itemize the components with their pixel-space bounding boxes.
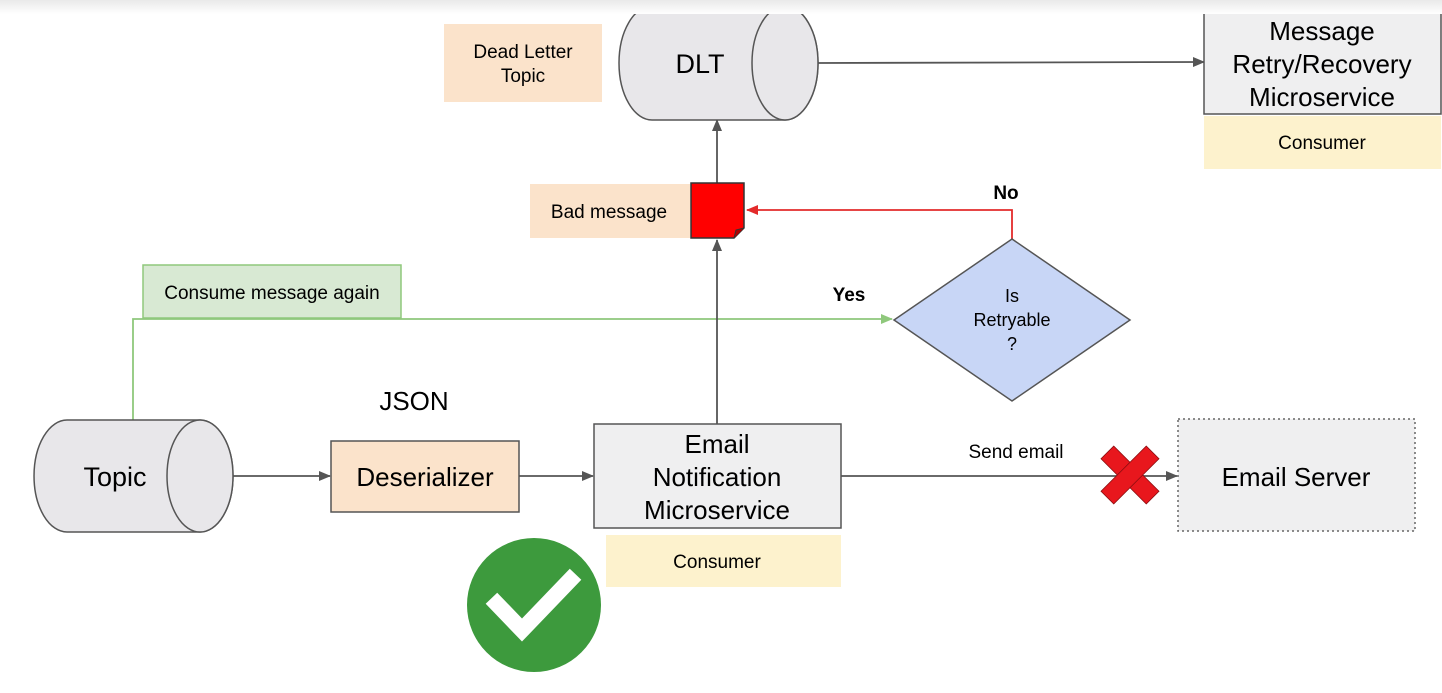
deserializer-label: Deserializer: [356, 462, 494, 492]
topic-label: Topic: [83, 462, 146, 492]
email-service-line-3: Microservice: [644, 495, 790, 525]
retry-service-line-1: Message: [1269, 16, 1375, 46]
x-mark-icon: [1100, 445, 1160, 505]
dlt-label: DLT: [675, 49, 724, 79]
email-service-line-2: Notification: [653, 462, 782, 492]
json-label: JSON: [379, 386, 448, 416]
email-consumer-text: Consumer: [673, 552, 761, 573]
send-email-label: Send email: [968, 442, 1063, 463]
consume-again-label: Consume message again: [142, 264, 402, 319]
retryable-line-2: Retryable: [973, 310, 1050, 330]
email-server-box: Email Server: [1177, 418, 1416, 532]
deserializer-box: Deserializer: [330, 440, 520, 513]
retryable-line-3: ?: [1007, 334, 1017, 354]
retryable-line-1: Is: [1005, 286, 1019, 306]
not-retryable-arrow: [746, 205, 1013, 239]
retry-consumer-label: Consumer: [1204, 116, 1441, 169]
is-retryable-decision: Is Retryable ?: [892, 238, 1132, 402]
dead-letter-topic-label: Dead Letter Topic: [444, 24, 602, 102]
connectors: [132, 57, 1205, 481]
bad-message-text: Bad message: [551, 202, 667, 223]
document-icon: [690, 182, 745, 239]
consume-again-text: Consume message again: [164, 283, 379, 304]
retry-recovery-service: Message Retry/Recovery Microservice: [1203, 9, 1442, 115]
top-shadow: [0, 0, 1442, 14]
topic-cylinder: Topic: [33, 419, 234, 533]
email-notification-service: Email Notification Microservice: [593, 423, 842, 529]
retry-service-line-3: Microservice: [1249, 82, 1395, 112]
email-server-label: Email Server: [1222, 462, 1371, 492]
dead-letter-line-2: Topic: [501, 66, 545, 87]
retry-service-line-2: Retry/Recovery: [1232, 49, 1411, 79]
email-service-line-1: Email: [684, 429, 749, 459]
consume-again-arrow: [132, 314, 893, 420]
dlt-cylinder: DLT: [618, 5, 819, 121]
dead-letter-line-1: Dead Letter: [473, 42, 573, 63]
no-label: No: [993, 183, 1018, 204]
dlt-to-retry-service-arrow: [817, 57, 1205, 68]
check-circle-icon: [467, 538, 601, 672]
bad-message-label: Bad message: [530, 184, 690, 238]
yes-label: Yes: [833, 285, 866, 306]
retry-consumer-text: Consumer: [1278, 133, 1366, 154]
email-consumer-label: Consumer: [606, 535, 841, 587]
